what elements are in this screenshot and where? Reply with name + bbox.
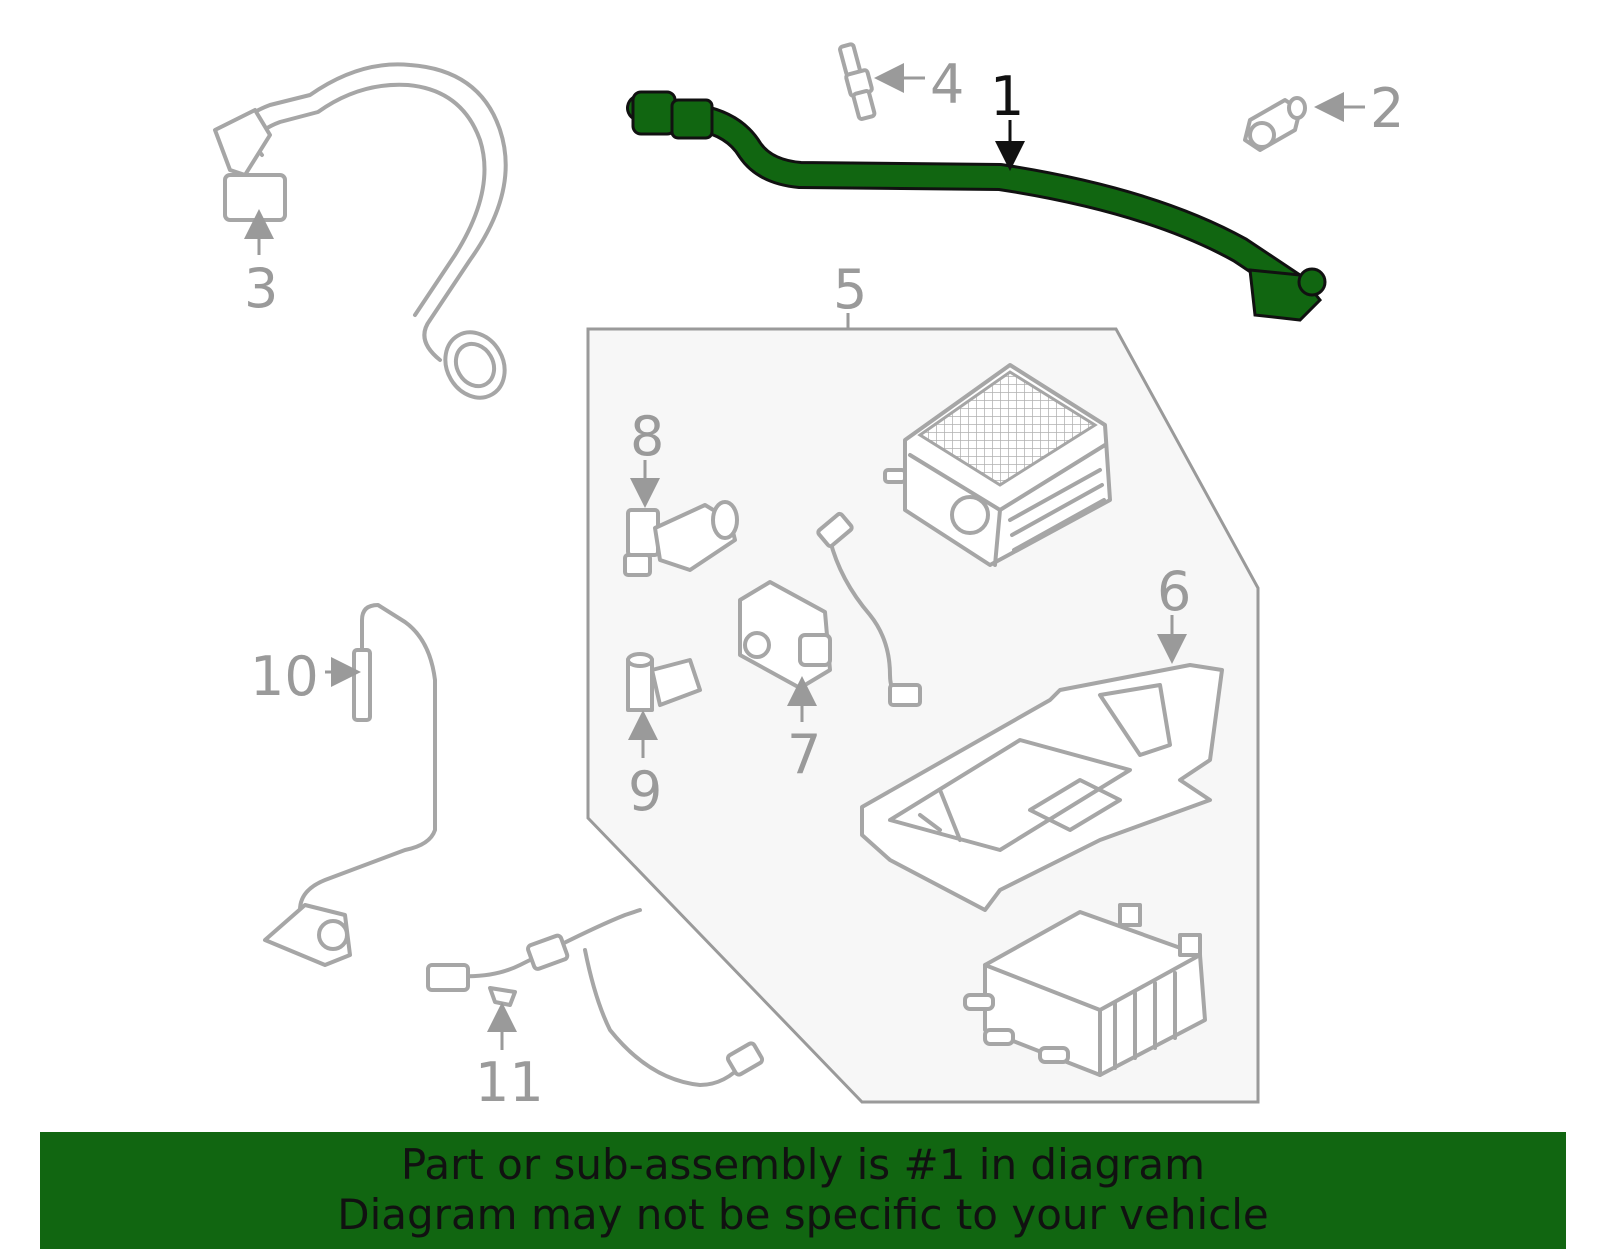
part-7-sensor[interactable] (738, 580, 832, 690)
banner-line-2: Diagram may not be specific to your vehi… (337, 1190, 1269, 1239)
part-2-fitting[interactable] (1243, 96, 1307, 152)
vapor-canister-box[interactable] (883, 363, 1112, 567)
info-banner: Part or sub-assembly is #1 in diagram Di… (40, 1132, 1566, 1249)
part-1-hose[interactable] (626, 90, 1327, 322)
callout-4: 4 (930, 53, 964, 116)
part-8-purge-valve[interactable] (623, 500, 739, 577)
part-3-hose[interactable] (213, 62, 516, 408)
callout-3: 3 (244, 257, 278, 320)
part-4-valve[interactable] (838, 42, 877, 121)
callout-2: 2 (1370, 77, 1404, 140)
part-11-harness[interactable] (426, 908, 765, 1087)
charcoal-canister[interactable] (963, 903, 1207, 1077)
banner-line-1: Part or sub-assembly is #1 in diagram (400, 1140, 1206, 1189)
callout-1: 1 (990, 65, 1024, 128)
part-10-tube[interactable] (263, 603, 437, 967)
group-5-panel[interactable] (586, 327, 1260, 1104)
callout-9: 9 (628, 760, 662, 823)
callout-10: 10 (250, 645, 319, 708)
callout-7: 7 (787, 723, 821, 786)
callout-5: 5 (833, 258, 867, 321)
callout-8: 8 (630, 405, 664, 468)
callout-6: 6 (1157, 560, 1191, 623)
callout-11: 11 (475, 1051, 544, 1114)
part-6-bracket[interactable] (860, 663, 1224, 912)
small-harness[interactable] (816, 511, 922, 707)
